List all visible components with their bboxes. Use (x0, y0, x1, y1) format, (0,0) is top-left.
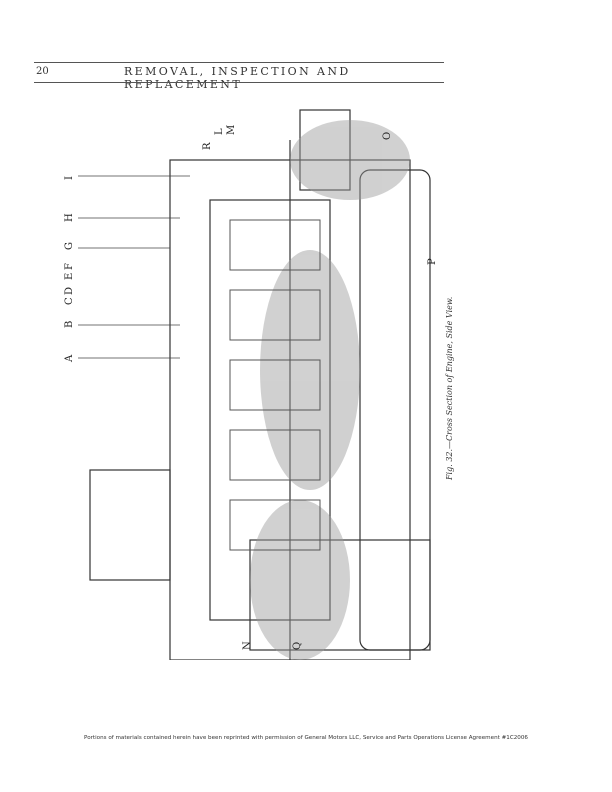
label-p: P (427, 258, 438, 265)
label-n: N (242, 641, 253, 650)
label-r: R (202, 142, 213, 150)
rear-housing (249, 539, 431, 651)
running-head: REMOVAL, INSPECTION AND REPLACEMENT (124, 65, 351, 91)
header-rule-top (34, 62, 444, 63)
label-o: O (382, 132, 393, 140)
front-pulley (299, 109, 351, 191)
cylinders (229, 219, 321, 551)
header-rule-bottom (34, 82, 444, 83)
page-number: 20 (36, 66, 49, 77)
license-notice: Portions of materials contained herein h… (84, 735, 528, 741)
engine-cross-section-drawing: A B C D E F G H I R L M O P N Q (64, 109, 438, 660)
label-i: I (64, 176, 75, 180)
label-e: E (64, 273, 75, 280)
label-h: H (64, 213, 75, 222)
label-q: Q (292, 642, 303, 650)
label-b: B (64, 321, 75, 328)
page-header: 20 REMOVAL, INSPECTION AND REPLACEMENT (34, 62, 444, 91)
callout-labels: A B C D E F G H I R L M O P N Q (64, 125, 438, 650)
label-c: C (64, 297, 75, 305)
oil-pan (359, 169, 431, 651)
label-f: F (64, 263, 75, 270)
label-l: L (214, 128, 225, 135)
label-d: D (64, 287, 75, 295)
figure-caption: Fig. 32.—Cross Section of Engine, Side V… (445, 296, 454, 480)
cylinder-area (209, 199, 331, 621)
label-g: G (64, 242, 75, 250)
label-m: M (226, 125, 237, 135)
flywheel-housing (89, 469, 171, 581)
leader-lines (78, 175, 190, 359)
label-a: A (64, 354, 75, 363)
